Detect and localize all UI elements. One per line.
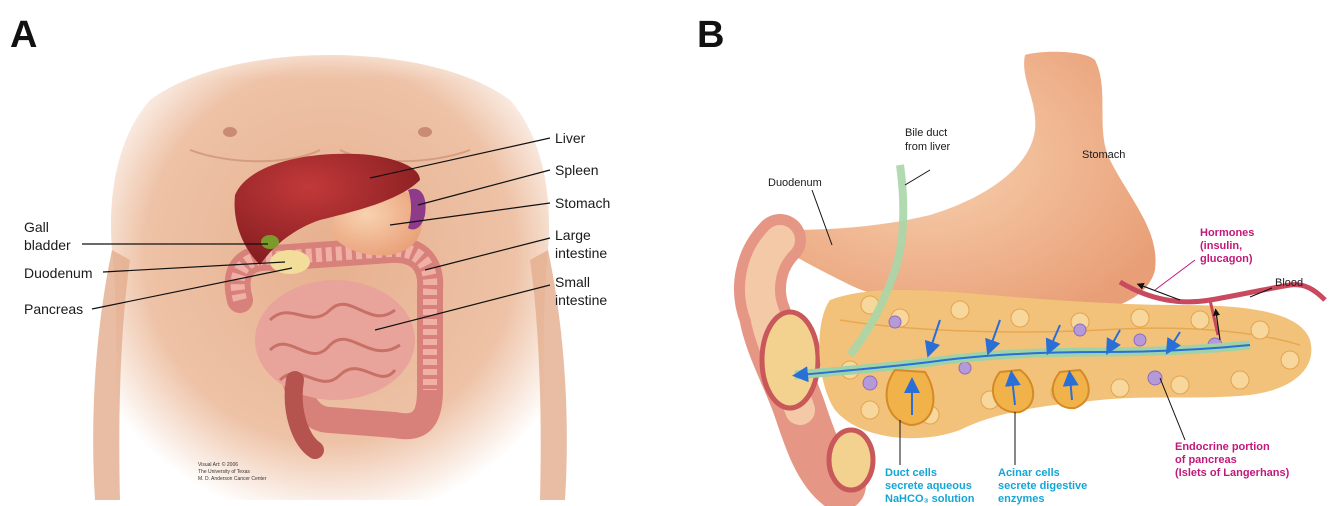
label-small-intestine-1: Small: [555, 274, 590, 290]
label-duct-cells-3: NaHCO₃ solution: [885, 493, 975, 505]
label-blood: Blood: [1275, 277, 1303, 289]
panel-b: Bile duct from liver Stomach Duodenum Ho…: [760, 52, 1325, 505]
label-gall-bladder-2: bladder: [24, 237, 71, 253]
credit-line-3: M. D. Anderson Cancer Center: [198, 476, 267, 482]
gall-bladder-shape: [261, 235, 279, 249]
credit-line-1: Visual Art: © 2006: [198, 461, 238, 468]
label-acinar-1: Acinar cells: [998, 467, 1060, 479]
stomach-shape-b: [770, 52, 1156, 316]
label-stomach: Stomach: [555, 195, 610, 211]
label-duct-cells-1: Duct cells: [885, 467, 937, 479]
label-hormones-1: Hormones: [1200, 227, 1254, 239]
label-hormones-3: glucagon): [1200, 253, 1253, 265]
label-endocrine-1: Endocrine portion: [1175, 441, 1270, 453]
label-spleen: Spleen: [555, 162, 599, 178]
torso-shape: [110, 55, 550, 500]
label-bile-duct-2: from liver: [905, 141, 951, 153]
label-large-intestine-1: Large: [555, 227, 591, 243]
label-duodenum-b: Duodenum: [768, 177, 822, 189]
label-endocrine-2: of pancreas: [1175, 454, 1237, 466]
label-hormones-2: (insulin,: [1200, 240, 1242, 252]
label-acinar-3: enzymes: [998, 493, 1044, 505]
label-endocrine-3: (Islets of Langerhans): [1175, 467, 1290, 479]
label-stomach-b: Stomach: [1082, 149, 1125, 161]
label-pancreas: Pancreas: [24, 301, 83, 317]
label-large-intestine-2: intestine: [555, 245, 607, 261]
label-liver: Liver: [555, 130, 586, 146]
label-duodenum-a: Duodenum: [24, 265, 93, 281]
label-duct-cells-2: secrete aqueous: [885, 480, 972, 492]
label-acinar-2: secrete digestive: [998, 480, 1087, 492]
label-gall-bladder-1: Gall: [24, 219, 49, 235]
panel-a: Liver Spleen Stomach Large intestine Sma…: [24, 0, 610, 500]
label-bile-duct-1: Bile duct: [905, 127, 947, 139]
credit-line-2: The University of Texas: [198, 469, 250, 475]
label-small-intestine-2: intestine: [555, 292, 607, 308]
